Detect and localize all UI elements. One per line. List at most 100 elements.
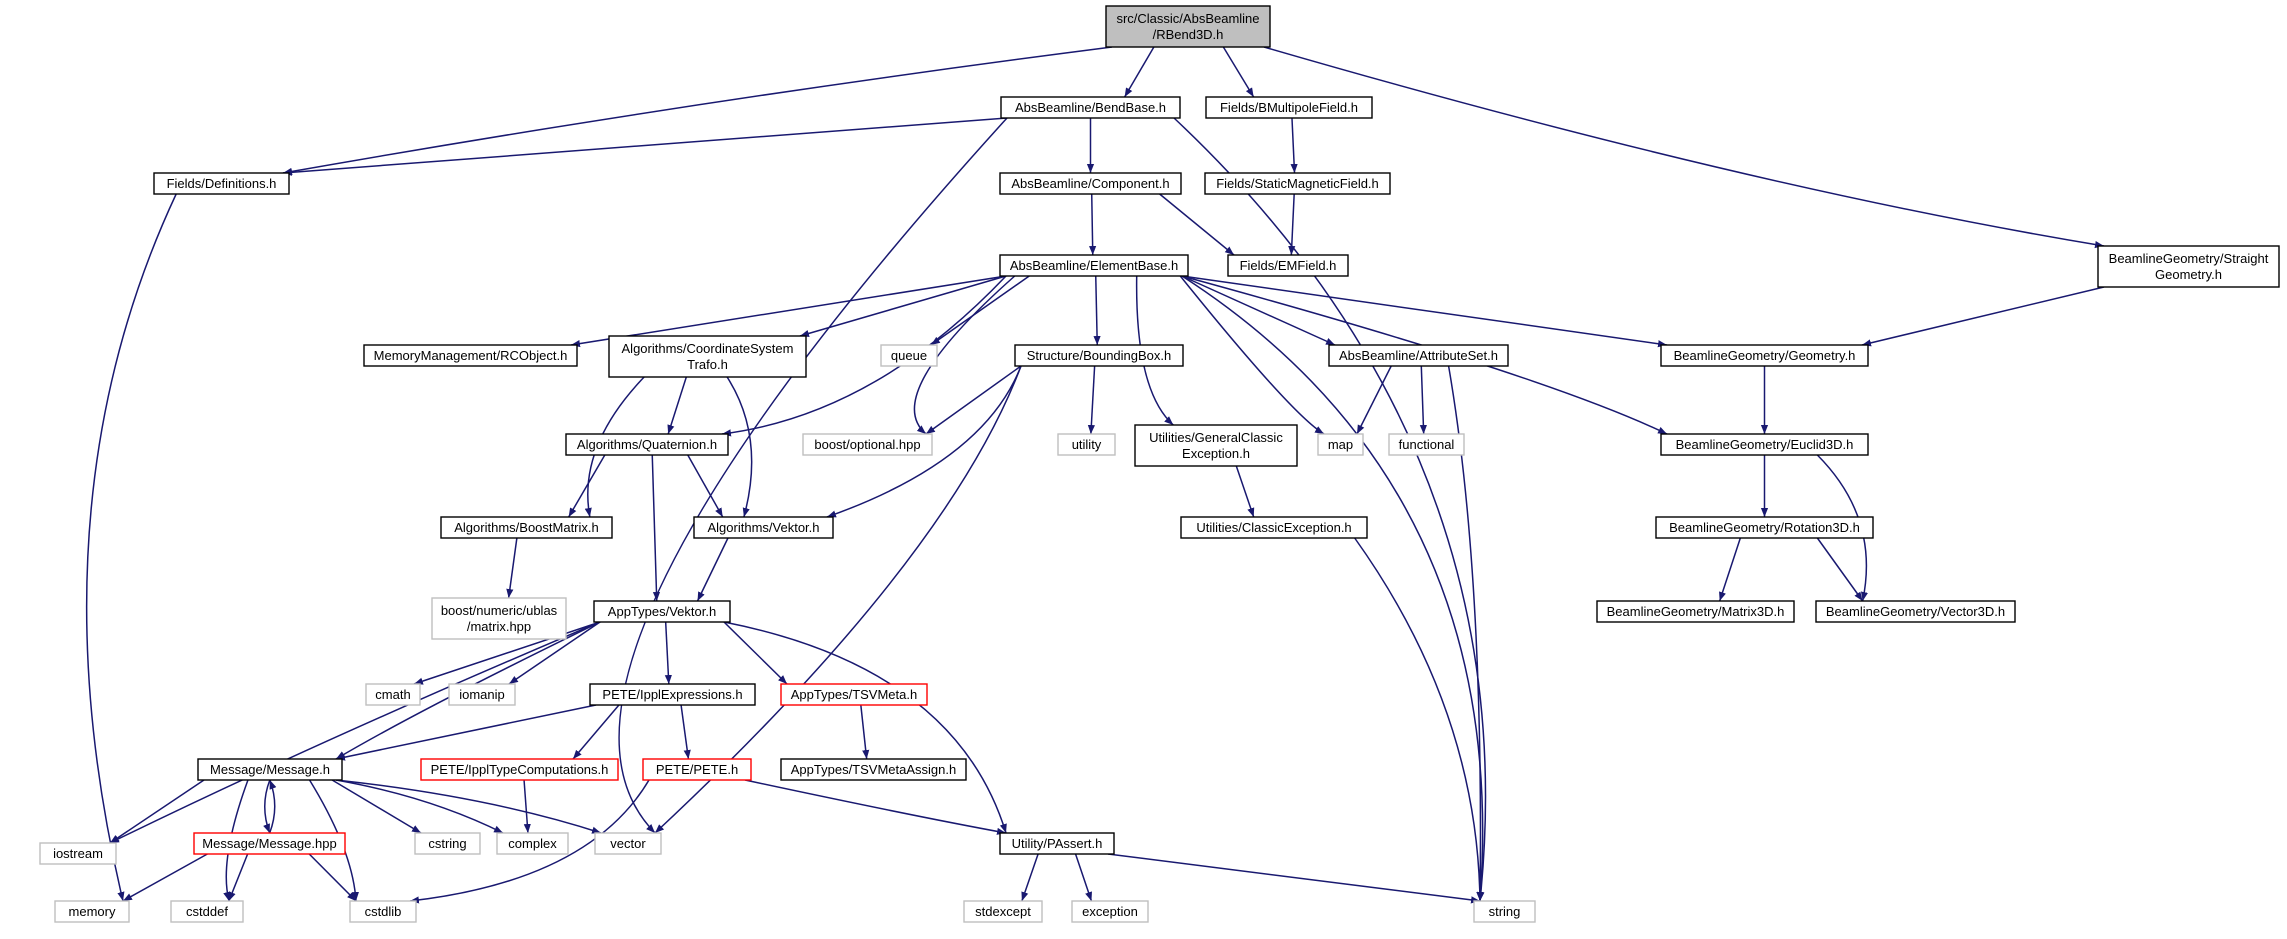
node-attributeset[interactable]: AbsBeamline/AttributeSet.h [1328, 344, 1509, 367]
node-tsvmeta-box [780, 683, 928, 706]
node-rotation3d[interactable]: BeamlineGeometry/Rotation3D.h [1655, 516, 1874, 539]
edge-component-to-elementbase [1089, 193, 1097, 256]
node-vector3d[interactable]: BeamlineGeometry/Vector3D.h [1815, 600, 2016, 623]
edge-apptypes-vektor-to-message-h [335, 621, 601, 760]
node-tsvmeta[interactable]: AppTypes/TSVMeta.h [780, 683, 928, 706]
edge-coordinatesystemtrafo-to-algorithms-vektor [726, 376, 753, 518]
node-rbend3d-label-2: /RBend3D.h [1153, 27, 1224, 42]
edge-apptypes-vektor-to-passert [723, 621, 1007, 834]
node-algorithms-vektor[interactable]: Algorithms/Vektor.h [693, 516, 834, 539]
node-emfield-box [1227, 254, 1349, 277]
node-ipplexpressions[interactable]: PETE/IpplExpressions.h [589, 683, 756, 706]
node-emfield-label-1: Fields/EMField.h [1240, 258, 1337, 273]
node-ublas-matrix-label-1: boost/numeric/ublas [441, 603, 558, 618]
node-rotation3d-box [1655, 516, 1874, 539]
node-tsvmetaassign[interactable]: AppTypes/TSVMetaAssign.h [780, 758, 967, 781]
node-bmultipolefield[interactable]: Fields/BMultipoleField.h [1205, 96, 1373, 119]
node-ublas-matrix-label-2: /matrix.hpp [467, 619, 531, 634]
node-utility-box [1057, 433, 1116, 456]
node-component[interactable]: AbsBeamline/Component.h [999, 172, 1182, 195]
edge-attributeset-to-functional [1419, 365, 1427, 435]
node-emfield[interactable]: Fields/EMField.h [1227, 254, 1349, 277]
node-attributeset-label-1: AbsBeamline/AttributeSet.h [1339, 348, 1498, 363]
node-apptypes-vektor-label-1: AppTypes/Vektor.h [608, 604, 716, 619]
node-definitions[interactable]: Fields/Definitions.h [153, 172, 290, 195]
edge-bendbase-to-definitions [282, 117, 1008, 176]
edge-straightgeometry-to-geometry [1861, 286, 2105, 347]
node-rcobject[interactable]: MemoryManagement/RCObject.h [363, 344, 578, 367]
edge-rbend3d-to-bmultipolefield [1222, 46, 1255, 98]
node-ippltypecomputations[interactable]: PETE/IpplTypeComputations.h [420, 758, 619, 781]
node-coordinatesystemtrafo-box [608, 335, 807, 378]
node-cstring: cstring [414, 832, 481, 855]
node-cmath: cmath [365, 683, 421, 706]
node-string-label-1: string [1489, 904, 1521, 919]
node-message-h-label-1: Message/Message.h [210, 762, 330, 777]
edge-rotation3d-to-vector3d [1816, 537, 1864, 602]
node-vector3d-label-1: BeamlineGeometry/Vector3D.h [1826, 604, 2005, 619]
edge-bendbase-to-string [1173, 117, 1487, 902]
node-boostmatrix[interactable]: Algorithms/BoostMatrix.h [440, 516, 613, 539]
edge-pete-to-passert [744, 779, 1007, 835]
node-ublas-matrix: boost/numeric/ublas/matrix.hpp [431, 597, 567, 640]
node-apptypes-vektor[interactable]: AppTypes/Vektor.h [593, 600, 731, 623]
node-generalclassicexception-box [1134, 424, 1298, 467]
node-rbend3d[interactable]: src/Classic/AbsBeamline/RBend3D.h [1105, 5, 1271, 48]
node-iostream-box [39, 842, 117, 865]
node-algorithms-vektor-label-1: Algorithms/Vektor.h [708, 520, 820, 535]
edge-message-hpp-to-cstdlib [308, 853, 357, 902]
node-queue-label-1: queue [891, 348, 927, 363]
node-bmultipolefield-box [1205, 96, 1373, 119]
edge-elementbase-to-quaternion [721, 275, 1007, 437]
edge-elementbase-to-map [1179, 275, 1325, 435]
node-passert-label-1: Utility/PAssert.h [1012, 836, 1103, 851]
edge-ipplexpressions-to-message-h [335, 704, 597, 761]
node-staticmagneticfield[interactable]: Fields/StaticMagneticField.h [1204, 172, 1391, 195]
node-passert[interactable]: Utility/PAssert.h [999, 832, 1115, 855]
node-message-h[interactable]: Message/Message.h [197, 758, 343, 781]
node-euclid3d-box [1660, 433, 1869, 456]
node-cstring-box [414, 832, 481, 855]
node-tsvmeta-label-1: AppTypes/TSVMeta.h [791, 687, 917, 702]
node-bendbase[interactable]: AbsBeamline/BendBase.h [1000, 96, 1181, 119]
node-geometry[interactable]: BeamlineGeometry/Geometry.h [1660, 344, 1869, 367]
node-matrix3d-label-1: BeamlineGeometry/Matrix3D.h [1607, 604, 1785, 619]
node-elementbase[interactable]: AbsBeamline/ElementBase.h [999, 254, 1189, 277]
node-exception: exception [1071, 900, 1149, 923]
node-matrix3d[interactable]: BeamlineGeometry/Matrix3D.h [1596, 600, 1795, 623]
edge-message-hpp-to-message-h [268, 779, 277, 834]
node-euclid3d[interactable]: BeamlineGeometry/Euclid3D.h [1660, 433, 1869, 456]
edge-ippltypecomputations-to-complex [523, 779, 531, 834]
node-boundingbox[interactable]: Structure/BoundingBox.h [1014, 344, 1184, 367]
node-classicexception[interactable]: Utilities/ClassicException.h [1180, 516, 1368, 539]
edge-elementbase-to-string [1181, 275, 1485, 902]
node-message-hpp[interactable]: Message/Message.hpp [193, 832, 346, 855]
node-message-hpp-label-1: Message/Message.hpp [202, 836, 336, 851]
node-rcobject-box [363, 344, 578, 367]
node-boost-optional-label-1: boost/optional.hpp [814, 437, 920, 452]
node-iostream-label-1: iostream [53, 846, 103, 861]
edge-coordinatesystemtrafo-to-quaternion [667, 376, 688, 435]
node-attributeset-box [1328, 344, 1509, 367]
edge-message-h-to-iostream [109, 779, 205, 844]
edge-message-hpp-to-memory [122, 853, 208, 902]
node-ipplexpressions-label-1: PETE/IpplExpressions.h [602, 687, 742, 702]
node-staticmagneticfield-box [1204, 172, 1391, 195]
node-functional-label-1: functional [1399, 437, 1455, 452]
node-elementbase-label-1: AbsBeamline/ElementBase.h [1010, 258, 1178, 273]
node-pete-label-1: PETE/PETE.h [656, 762, 738, 777]
node-pete[interactable]: PETE/PETE.h [642, 758, 752, 781]
node-rbend3d-box [1105, 5, 1271, 48]
node-quaternion-label-1: Algorithms/Quaternion.h [577, 437, 717, 452]
node-coordinatesystemtrafo-label-1: Algorithms/CoordinateSystem [622, 341, 794, 356]
node-bendbase-label-1: AbsBeamline/BendBase.h [1015, 100, 1166, 115]
node-cstddef-box [170, 900, 244, 923]
node-quaternion[interactable]: Algorithms/Quaternion.h [565, 433, 729, 456]
node-tsvmetaassign-box [780, 758, 967, 781]
node-map: map [1317, 433, 1364, 456]
edge-rbend3d-to-definitions [282, 46, 1113, 175]
